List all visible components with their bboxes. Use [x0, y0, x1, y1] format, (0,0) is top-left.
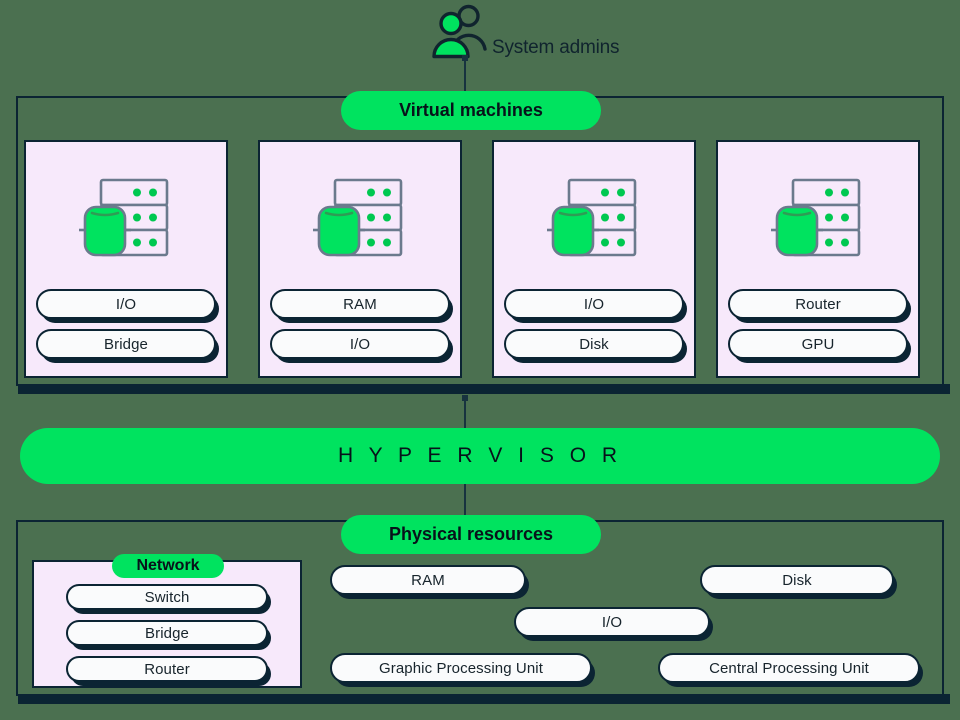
physical-resource-pill[interactable]: Disk — [700, 565, 894, 595]
vm-pill[interactable]: I/O — [270, 329, 450, 359]
vm-pill[interactable]: Disk — [504, 329, 684, 359]
physical-resource-pill[interactable]: Central Processing Unit — [658, 653, 920, 683]
vm-card-4[interactable]: Router GPU — [716, 140, 920, 378]
server-rack-icon — [765, 174, 871, 271]
connector-dot — [462, 395, 468, 401]
physical-resource-pill[interactable]: Graphic Processing Unit — [330, 653, 592, 683]
vm-pill[interactable]: I/O — [36, 289, 216, 319]
hypervisor-bar: H Y P E R V I S O R — [20, 428, 940, 484]
server-rack-icon — [73, 174, 179, 271]
network-group: Switch Bridge Router — [32, 560, 302, 688]
physical-resource-pill[interactable]: I/O — [514, 607, 710, 637]
vm-pill[interactable]: Router — [728, 289, 908, 319]
connector-vms-to-hypervisor — [462, 395, 468, 430]
vm-card-3[interactable]: I/O Disk — [492, 140, 696, 378]
server-rack-icon — [541, 174, 647, 271]
network-badge: Network — [112, 554, 224, 578]
network-pill[interactable]: Bridge — [66, 620, 268, 646]
connector-dot — [462, 55, 468, 61]
server-rack-icon — [307, 174, 413, 271]
vm-pill[interactable]: Bridge — [36, 329, 216, 359]
vm-card-1[interactable]: I/O Bridge — [24, 140, 228, 378]
vm-pill[interactable]: I/O — [504, 289, 684, 319]
vm-pill[interactable]: GPU — [728, 329, 908, 359]
system-admins-label: System admins — [492, 37, 620, 58]
network-pill[interactable]: Switch — [66, 584, 268, 610]
system-admins-group: System admins — [430, 4, 619, 65]
vm-card-2[interactable]: RAM I/O — [258, 140, 462, 378]
connector-admins-to-vms — [462, 55, 468, 96]
virtual-machines-badge: Virtual machines — [341, 91, 601, 130]
two-users-icon — [430, 4, 490, 65]
physical-resources-badge: Physical resources — [341, 515, 601, 554]
connector-hypervisor-to-physical — [464, 484, 466, 522]
physical-resource-pill[interactable]: RAM — [330, 565, 526, 595]
network-pill[interactable]: Router — [66, 656, 268, 682]
vm-pill[interactable]: RAM — [270, 289, 450, 319]
